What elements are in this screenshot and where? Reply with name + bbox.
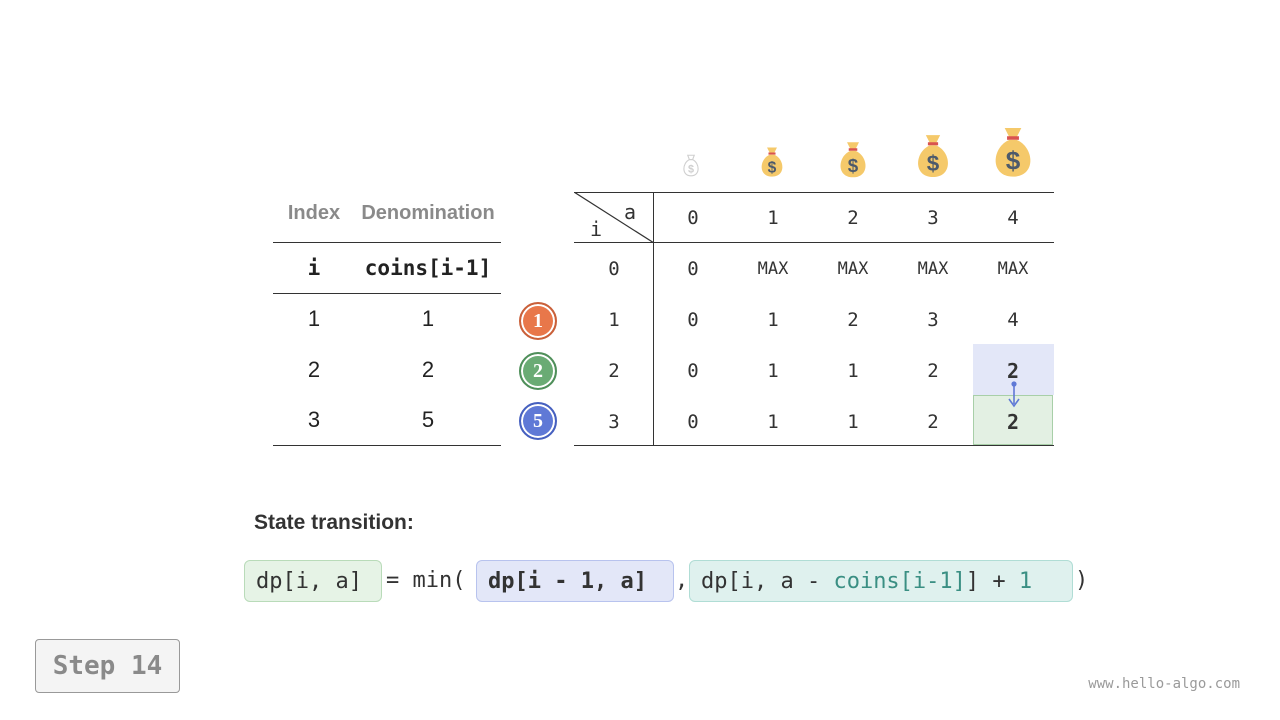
dp-row-header: 1 xyxy=(608,308,620,331)
dp-cell-source: 2 xyxy=(1006,358,1020,383)
dp-col-header: 4 xyxy=(1007,206,1019,229)
dp-cell: 2 xyxy=(927,410,939,433)
svg-text:$: $ xyxy=(688,164,694,176)
dp-table-bottom-rule xyxy=(574,445,1054,446)
coin-row-3-value: 5 xyxy=(421,407,435,432)
coin-row-2-index: 2 xyxy=(307,357,321,382)
svg-text:$: $ xyxy=(768,159,777,176)
equation-comma: , xyxy=(675,568,689,593)
coins-table-top-rule xyxy=(273,242,501,243)
coin-badge-2: 2 xyxy=(519,352,557,390)
dp-cell: 0 xyxy=(687,410,699,433)
dp-cell: MAX xyxy=(997,258,1029,279)
money-bag-icon: $ xyxy=(761,147,783,177)
i-subheader: i xyxy=(307,256,321,280)
dp-row-header: 2 xyxy=(608,359,620,382)
dp-cell: 0 xyxy=(687,308,699,331)
dp-cell: MAX xyxy=(837,258,869,279)
dp-cell: 4 xyxy=(1007,308,1019,331)
dp-cell: MAX xyxy=(757,258,789,279)
denomination-header: Denomination xyxy=(361,202,495,224)
index-header: Index xyxy=(287,202,341,224)
dp-cell: 2 xyxy=(927,359,939,382)
coin-row-2-value: 2 xyxy=(421,357,435,382)
equation-lhs: dp[i, a] xyxy=(244,560,382,602)
coins-subheader: coins[i-1] xyxy=(364,256,492,280)
step-indicator: Step 14 xyxy=(35,639,180,693)
dp-cell: MAX xyxy=(917,258,949,279)
coins-table-bottom-rule xyxy=(273,445,501,446)
dp-cell: 1 xyxy=(767,359,779,382)
dp-col-header: 1 xyxy=(767,206,779,229)
coin-row-1-index: 1 xyxy=(307,306,321,331)
dp-cell: 0 xyxy=(687,359,699,382)
coin-badge-5: 5 xyxy=(519,402,557,440)
dp-table-header-rule xyxy=(574,242,1054,243)
equation-close: ) xyxy=(1075,568,1089,593)
equation-arg2: dp[i, a - coins[i-1]] + 1 xyxy=(689,560,1073,602)
coin-badge-1: 1 xyxy=(519,302,557,340)
coin-row-1-value: 1 xyxy=(421,306,435,331)
money-bag-icon: $ xyxy=(840,142,866,178)
svg-text:$: $ xyxy=(1006,146,1021,176)
corner-row-label: i xyxy=(590,217,603,241)
dp-cell: 3 xyxy=(927,308,939,331)
equation-arg2-part-c: ] + xyxy=(965,568,1019,594)
dp-cell: 0 xyxy=(687,257,699,280)
dp-table-row-header-rule xyxy=(653,192,654,446)
money-bag-icon: $ xyxy=(995,127,1031,177)
dp-col-header: 2 xyxy=(847,206,859,229)
dp-cell: 1 xyxy=(767,308,779,331)
dp-cell-target: 2 xyxy=(1006,409,1020,434)
coin-row-3-index: 3 xyxy=(307,407,321,432)
svg-text:$: $ xyxy=(848,155,859,176)
dp-cell: 1 xyxy=(767,410,779,433)
money-bag-icon: $ xyxy=(918,135,948,177)
svg-text:$: $ xyxy=(927,151,940,176)
state-transition-title: State transition: xyxy=(254,511,414,534)
corner-col-label: a xyxy=(624,200,637,224)
site-watermark: www.hello-algo.com xyxy=(1088,676,1240,692)
dp-col-header: 0 xyxy=(687,206,699,229)
equation-arg2-coins: coins[i-1] xyxy=(833,568,966,594)
dp-row-header: 3 xyxy=(608,410,620,433)
equation-arg1: dp[i - 1, a] xyxy=(476,560,674,602)
coins-table-mid-rule xyxy=(273,293,501,294)
equation-min: = min( xyxy=(386,568,466,593)
equation-arg2-one: 1 xyxy=(1018,568,1033,594)
dp-row-header: 0 xyxy=(608,257,620,280)
dp-col-header: 3 xyxy=(927,206,939,229)
corner-diagonal xyxy=(574,192,654,243)
equation-arg2-part-a: dp[i, a - xyxy=(701,568,834,594)
money-bag-icon: $ xyxy=(683,154,699,177)
dp-cell: 1 xyxy=(847,410,859,433)
dp-cell: 2 xyxy=(847,308,859,331)
transition-arrow xyxy=(1008,381,1020,408)
dp-table-top-rule xyxy=(574,192,1054,193)
dp-cell: 1 xyxy=(847,359,859,382)
